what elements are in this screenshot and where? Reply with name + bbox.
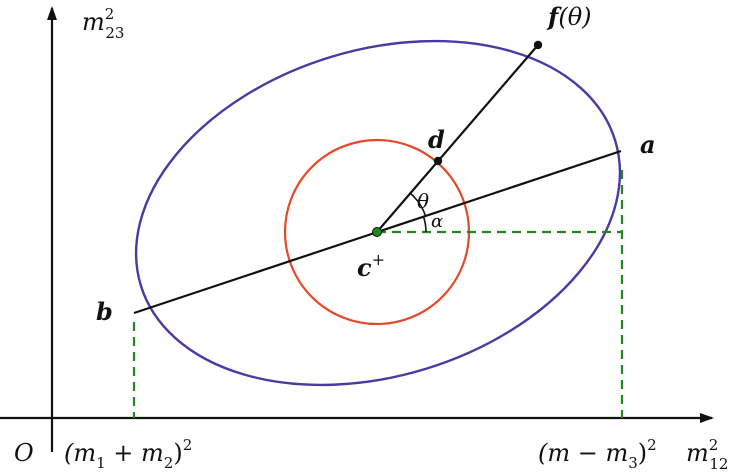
x-tick-left-label: (m1 + m2)2 xyxy=(64,436,192,472)
label-b: b xyxy=(96,297,113,326)
alpha-label: α xyxy=(431,211,443,232)
point-d xyxy=(433,156,443,166)
label-c: c+ xyxy=(357,250,385,282)
label-d: d xyxy=(428,125,445,154)
boundary-ellipse xyxy=(134,39,622,387)
point-c xyxy=(372,227,382,237)
label-a: a xyxy=(640,130,656,159)
label-f: f(θ) xyxy=(546,2,592,31)
origin-label: O xyxy=(14,439,34,467)
point-f xyxy=(533,40,543,50)
theta-label: θ xyxy=(417,189,429,213)
x-tick-right-label: (m − m3)2 xyxy=(538,436,657,472)
line-c-f xyxy=(376,44,539,233)
alpha-arc xyxy=(422,216,427,233)
theta-arc xyxy=(409,192,427,217)
